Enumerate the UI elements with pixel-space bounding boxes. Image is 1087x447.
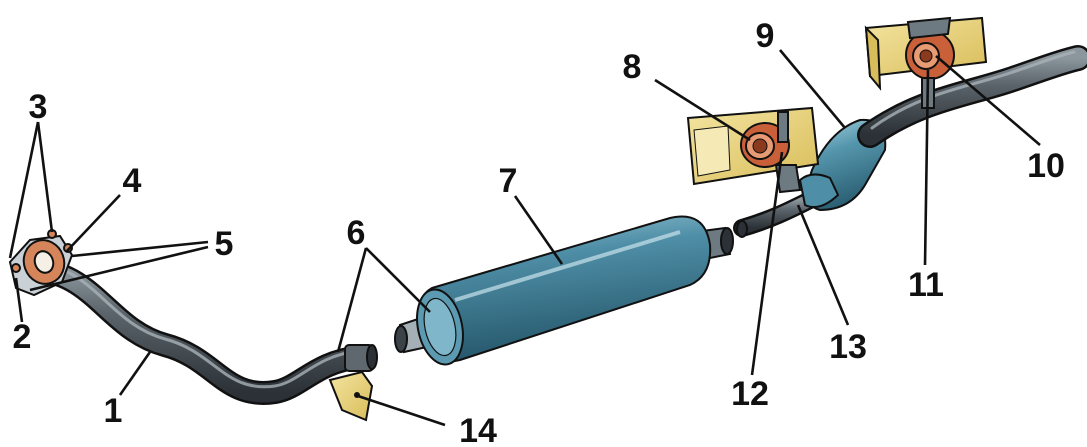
leader-5a bbox=[71, 240, 209, 258]
callout-13: 13 bbox=[829, 328, 867, 366]
leader-3a bbox=[8, 121, 40, 259]
leader-13 bbox=[796, 204, 850, 326]
leader-7 bbox=[513, 195, 564, 265]
leader-12 bbox=[750, 151, 784, 376]
leader-9 bbox=[779, 49, 846, 129]
callout-12: 12 bbox=[731, 375, 769, 413]
leader-6b bbox=[365, 247, 431, 313]
callout-3: 3 bbox=[29, 88, 48, 126]
callout-7: 7 bbox=[499, 162, 518, 200]
leader-lines bbox=[8, 49, 1041, 427]
pipe-clamp-rear bbox=[344, 344, 378, 372]
front-exhaust-pipe bbox=[26, 258, 372, 405]
main-muffler bbox=[394, 215, 734, 366]
callout-1: 1 bbox=[104, 392, 123, 430]
leader-11 bbox=[923, 69, 930, 266]
leader-8 bbox=[654, 78, 751, 142]
support-bracket bbox=[328, 370, 374, 422]
callout-5: 5 bbox=[215, 225, 234, 263]
front-flange-assembly bbox=[8, 229, 74, 297]
callout-4: 4 bbox=[123, 162, 142, 200]
leader-5b bbox=[29, 245, 209, 292]
leader-10 bbox=[935, 55, 1041, 146]
tail-pipe bbox=[857, 45, 1087, 148]
leader-3b bbox=[36, 121, 54, 233]
callout-2: 2 bbox=[13, 318, 32, 356]
leader-6a bbox=[336, 247, 368, 353]
leader-14 bbox=[357, 394, 446, 427]
leader-1 bbox=[118, 351, 152, 396]
callout-10: 10 bbox=[1027, 147, 1065, 185]
callout-14: 14 bbox=[459, 412, 497, 447]
rear-suspension-bracket bbox=[864, 16, 988, 109]
mid-suspension-bracket bbox=[686, 106, 820, 194]
leader-2 bbox=[14, 277, 24, 323]
leader-4 bbox=[65, 194, 121, 253]
callout-labels: 1 2 3 4 5 6 7 8 9 10 11 12 13 14 bbox=[13, 17, 1065, 447]
callout-9: 9 bbox=[756, 17, 775, 55]
callout-11: 11 bbox=[908, 266, 944, 304]
callout-8: 8 bbox=[623, 48, 642, 86]
callout-6: 6 bbox=[347, 214, 366, 252]
